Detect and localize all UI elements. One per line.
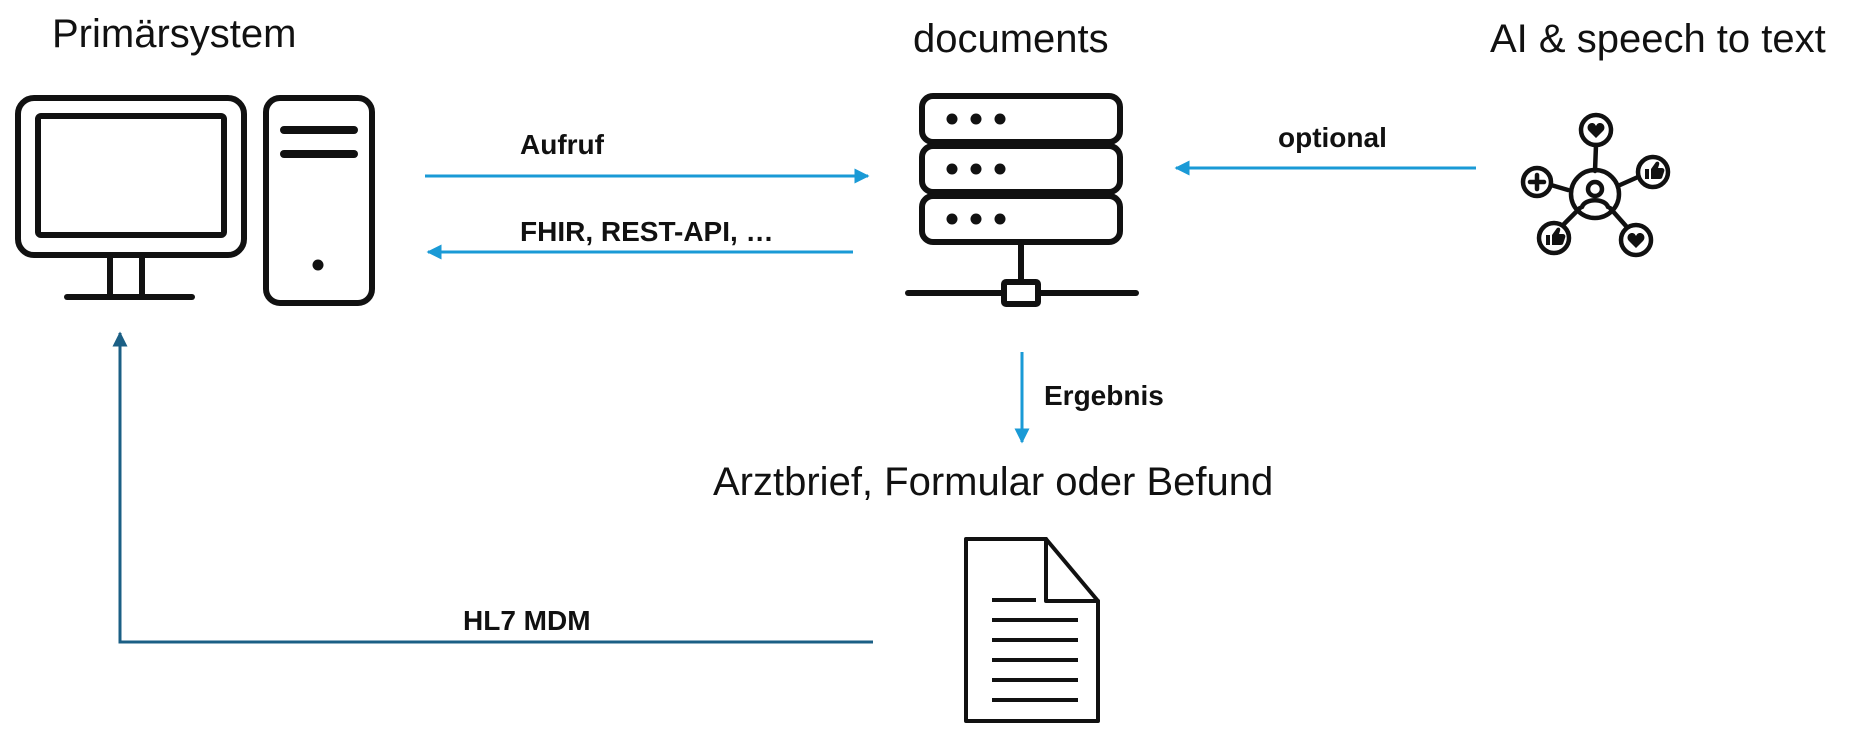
primary-system-title: Primärsystem bbox=[52, 12, 297, 56]
optional-label: optional bbox=[1278, 122, 1387, 153]
desktop-computer-icon bbox=[15, 95, 375, 306]
ai-speech-title: AI & speech to text bbox=[1490, 17, 1826, 61]
documents-title: documents bbox=[913, 17, 1109, 61]
social-network-icon bbox=[1520, 112, 1671, 258]
hl7-label: HL7 MDM bbox=[463, 605, 591, 636]
document-icon bbox=[964, 537, 1100, 723]
hl7-arrow bbox=[112, 331, 873, 644]
call-label: Aufruf bbox=[520, 129, 604, 160]
response-label: FHIR, REST-API, … bbox=[520, 216, 774, 247]
result-label: Ergebnis bbox=[1044, 380, 1164, 411]
output-document-title: Arztbrief, Formular oder Befund bbox=[713, 460, 1274, 504]
server-stack-icon bbox=[905, 93, 1139, 307]
